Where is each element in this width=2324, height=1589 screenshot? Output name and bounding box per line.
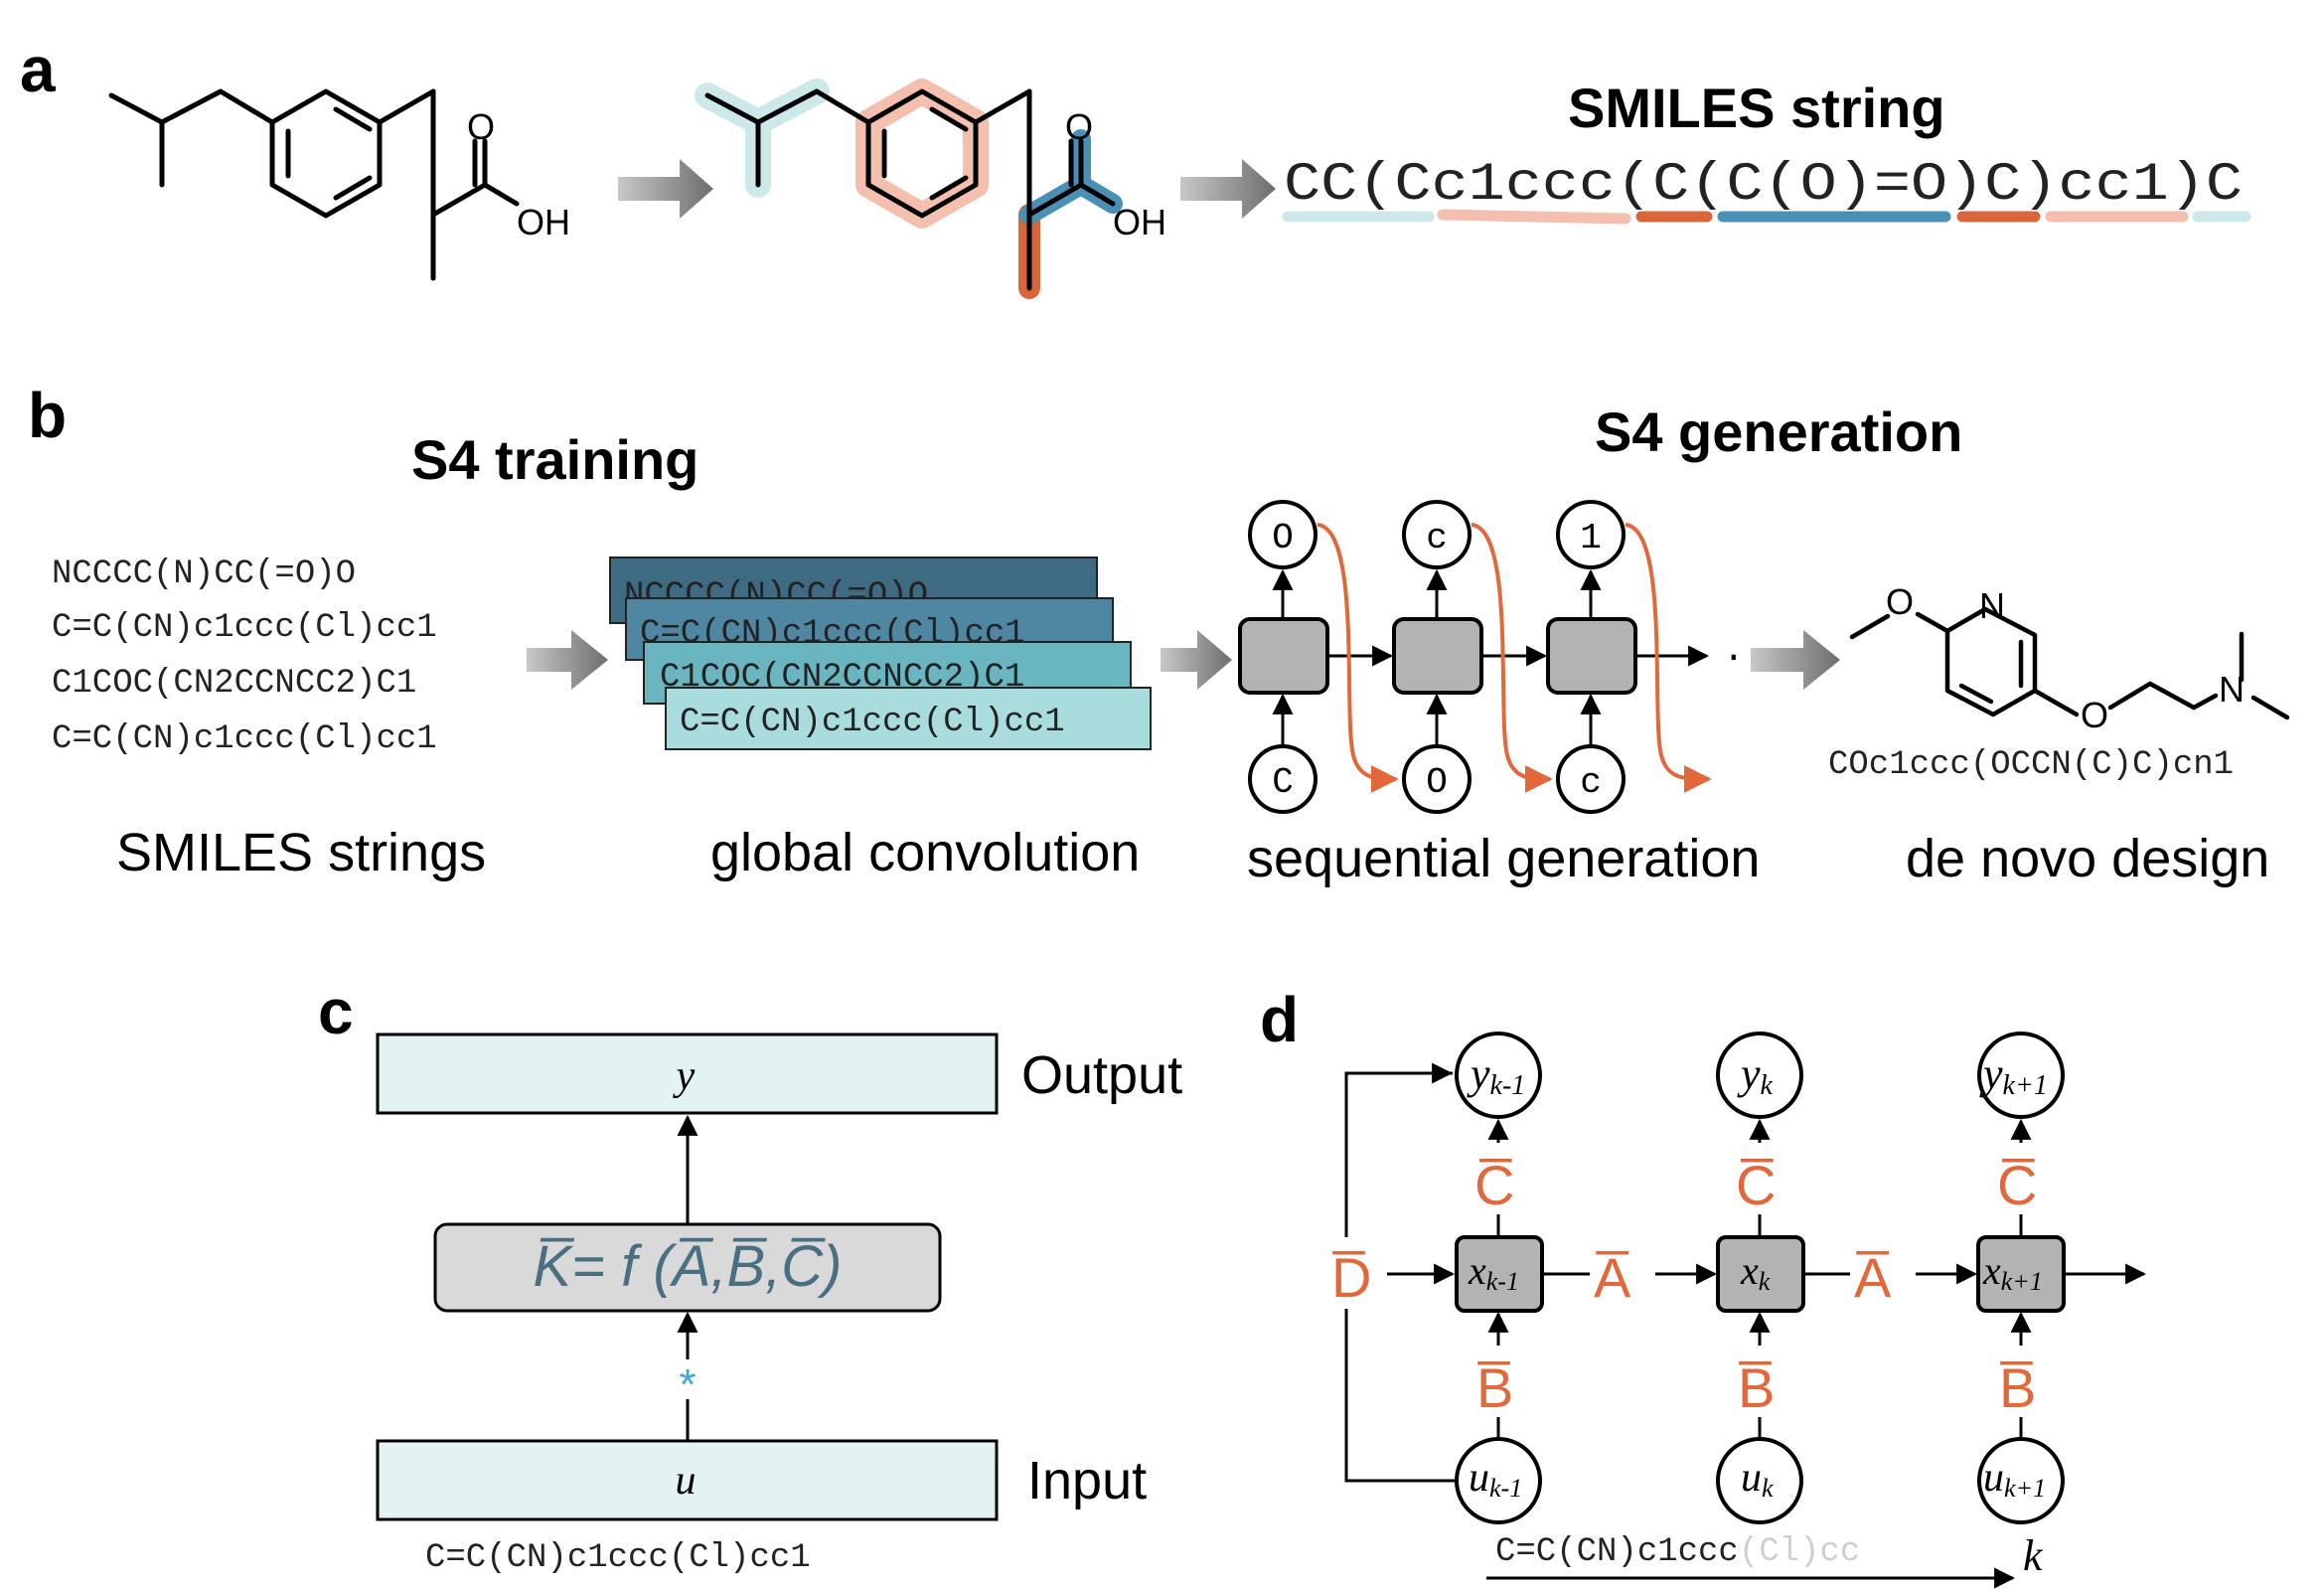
ssm-column-3: yk+1 xk+1 uk+1 C̅ B̅ (1976, 1032, 2066, 1524)
gen-output-node-2 (1402, 500, 1472, 569)
gen-hidden-node-1 (1238, 617, 1329, 695)
denovo-smiles: COc1ccc(OCCN(C)C)cn1 (1828, 746, 2234, 784)
input-label: Input (1027, 1451, 1147, 1510)
panel-c: c y Output K̅= f (A̅,B̅,C̅) * u Input C=… (318, 976, 1182, 1577)
panel-b: b S4 training S4 generation NCCCC(N)CC(=… (28, 380, 2290, 888)
matrix-c-label-3: C̅ (1997, 1154, 2037, 1216)
u-node-2-text: uk (1741, 1455, 1774, 1503)
panel-label-c: c (318, 976, 354, 1047)
output-box (376, 1033, 999, 1115)
x-node-1-text: xk-1 (1468, 1248, 1519, 1296)
flow-arrow-b1 (527, 630, 608, 690)
matrix-d-label: D̅ (1331, 1246, 1371, 1309)
ibuprofen-smiles: CC(Cc1ccc(C(C(O)=O)C)cc1)C (1284, 155, 2243, 216)
matrix-c-label-1: C̅ (1474, 1154, 1514, 1216)
matrix-a-label-2: A̅ (1854, 1246, 1892, 1309)
ssm-column-1: yk-1 xk-1 uk-1 C̅ B̅ (1455, 1032, 1544, 1524)
output-var: y (673, 1053, 696, 1099)
conv-layer-4-text: C=C(CN)c1ccc(Cl)cc1 (680, 704, 1065, 741)
flow-arrow-a1 (618, 159, 713, 219)
atom-o-a2: O (1065, 106, 1093, 147)
s4-generation-title: S4 generation (1595, 400, 1962, 463)
gen-input-token-3: c (1580, 762, 1602, 803)
axis-k-label: k (2023, 1531, 2044, 1580)
kernel-formula: K̅= f (A̅,B̅,C̅) (533, 1234, 842, 1299)
input-smiles-c: C=C(CN)c1ccc(Cl)cc1 (425, 1539, 811, 1577)
y-node-3-text: yk+1 (1979, 1049, 2048, 1101)
caption-global-convolution: global convolution (710, 823, 1140, 882)
gen-output-token-3: 1 (1580, 518, 1602, 558)
ibuprofen-structure-plain (108, 88, 520, 281)
atom-oh-a1: OH (517, 202, 570, 242)
matrix-b-label-2: B̅ (1738, 1356, 1775, 1419)
input-smiles-3: C1COC(CN2CCNCC2)C1 (52, 665, 416, 703)
matrix-b-label-3: B̅ (1999, 1356, 2036, 1419)
generation-chain: ... O c 1 C O c (1238, 500, 1787, 814)
panel-label-b: b (28, 380, 67, 451)
flow-arrow-b2 (1161, 630, 1232, 690)
convolution-star: * (679, 1360, 696, 1409)
gen-hidden-node-3 (1546, 617, 1637, 695)
caption-de-novo-design: de novo design (1906, 829, 2269, 888)
gen-output-token-1: O (1272, 518, 1294, 558)
gen-output-token-2: c (1426, 518, 1448, 558)
axis-smiles: C=C(CN)c1ccc(Cl)cc (1495, 1533, 1860, 1571)
gen-input-token-2: O (1426, 762, 1448, 803)
gen-output-node-1 (1248, 500, 1317, 569)
input-smiles-2: C=C(CN)c1ccc(Cl)cc1 (52, 609, 437, 647)
panel-label-d: d (1260, 984, 1299, 1055)
caption-smiles-strings: SMILES strings (116, 823, 486, 882)
denovo-atom-n1: N (1979, 585, 2005, 626)
atom-o-a1: O (467, 106, 495, 147)
y-node-1 (1455, 1032, 1542, 1119)
input-smiles-4: C=C(CN)c1ccc(Cl)cc1 (52, 720, 437, 758)
x-node-2-text: xk (1740, 1248, 1771, 1296)
y-node-2 (1716, 1032, 1803, 1119)
panel-label-a: a (20, 34, 56, 105)
input-var: u (676, 1458, 697, 1504)
convolution-stack: NCCCC(N)CC(=O)O C=C(CN)c1ccc(Cl)cc1 C1CO… (609, 556, 1152, 750)
gen-hidden-node-2 (1392, 617, 1483, 695)
caption-sequential-generation: sequential generation (1247, 829, 1760, 888)
panel-d: d D̅ yk-1 xk-1 uk-1 C̅ B̅ yk (1260, 984, 2147, 1589)
denovo-atom-n2: N (2219, 669, 2245, 710)
gen-input-node-1 (1248, 744, 1317, 814)
y-node-2-text: yk (1737, 1049, 1774, 1101)
gen-input-node-3 (1556, 744, 1626, 814)
u-node-2 (1716, 1437, 1803, 1524)
matrix-b-label-1: B̅ (1476, 1356, 1513, 1419)
u-node-1-text: uk-1 (1469, 1455, 1522, 1503)
input-box (376, 1439, 999, 1521)
gen-input-token-1: C (1272, 762, 1294, 803)
denovo-atom-o1: O (1886, 581, 1914, 622)
kernel-box (433, 1222, 942, 1313)
u-node-3 (1977, 1437, 2065, 1524)
x-node-3-text: xk+1 (1982, 1248, 2043, 1296)
denovo-molecule (1849, 606, 2290, 720)
panel-a: a O OH (20, 34, 2251, 299)
y-node-3 (1977, 1032, 2065, 1119)
u-node-3-text: uk+1 (1983, 1455, 2046, 1503)
ibuprofen-structure-highlighted (695, 79, 1123, 299)
smiles-color-bars (1282, 209, 2251, 225)
atom-oh-a2: OH (1113, 202, 1166, 242)
denovo-atom-o2: O (2081, 695, 2108, 735)
smiles-string-title: SMILES string (1568, 77, 1945, 139)
flow-arrow-a2 (1180, 159, 1276, 219)
gen-output-node-3 (1556, 500, 1626, 569)
gen-input-node-2 (1402, 744, 1472, 814)
flow-arrow-b3 (1751, 630, 1840, 690)
ssm-column-2: yk xk uk C̅ B̅ (1716, 1032, 1805, 1524)
input-smiles-1: NCCCC(N)CC(=O)O (52, 556, 356, 593)
matrix-c-label-2: C̅ (1736, 1154, 1776, 1216)
s4-training-title: S4 training (411, 428, 698, 491)
output-label: Output (1021, 1045, 1182, 1105)
matrix-a-label-1: A̅ (1594, 1246, 1631, 1309)
u-node-1 (1455, 1437, 1542, 1524)
y-node-1-text: yk-1 (1467, 1049, 1525, 1101)
